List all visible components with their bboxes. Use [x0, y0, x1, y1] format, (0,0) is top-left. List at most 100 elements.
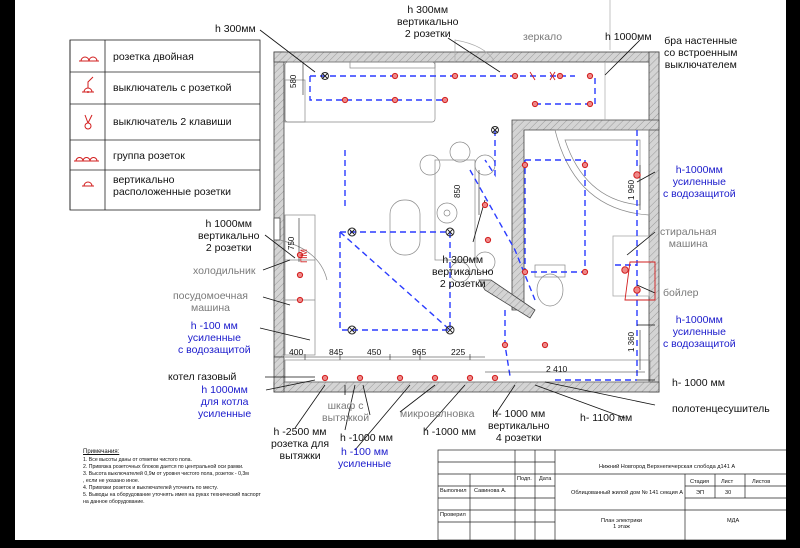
label-microwave: микроволновка [400, 408, 475, 420]
label-dishwasher: посудомоечная машина [173, 290, 248, 314]
label-h1000-vert-4: h- 1000 мм вертикально 4 розетки [488, 408, 550, 444]
socket-marker [511, 72, 519, 80]
socket-marker [441, 96, 449, 104]
label-h1000-vert-2: h 1000мм вертикально 2 розетки [198, 218, 260, 254]
label-h1000-reinforced-top: h-1000мм усиленные с водозащитой [663, 164, 736, 200]
socket-marker [633, 171, 641, 179]
socket-marker [391, 72, 399, 80]
legend-label-socket-group: группа розеток [113, 150, 185, 162]
tb-sheet-title: План электрики 1 этаж [601, 518, 643, 530]
label-washer: стиральная машина [660, 226, 717, 250]
dim-965: 965 [412, 347, 427, 357]
double-socket-icon [79, 56, 99, 62]
socket-marker [466, 374, 474, 382]
legend-label-two-key-switch: выключатель 2 клавиши [113, 116, 232, 128]
tb-list-label: Лист [721, 479, 734, 485]
door [279, 239, 328, 281]
notes-line: 2. Привязка розеточных блоков дается по … [83, 464, 244, 470]
socket-marker [296, 251, 304, 259]
socket-marker [633, 286, 641, 294]
tb-list: 30 [725, 490, 732, 496]
light-point [347, 325, 357, 335]
socket-markers [296, 72, 641, 382]
legend-icons [74, 56, 99, 187]
tb-col-podp: Подп. [517, 476, 532, 482]
socket-marker [451, 72, 459, 80]
socket-marker [521, 268, 529, 276]
legend-table [69, 39, 261, 211]
legend-label-vertical-sockets: вертикально расположенные розетки [113, 174, 231, 198]
drawing-sheet: розетка двойная выключатель с розеткой в… [15, 0, 786, 540]
dim-580: 580 [289, 74, 298, 88]
socket-marker [321, 374, 329, 382]
label-boiler: бойлер [663, 287, 699, 299]
tb-row-vypolnil: Выполнил [440, 488, 467, 494]
tb-org: МДА [727, 518, 740, 524]
socket-marker [541, 341, 549, 349]
socket-group-icon [74, 157, 99, 162]
socket-marker [586, 72, 594, 80]
label-hood-cabinet: шкаф с вытяжкой [322, 400, 370, 424]
socket-marker [341, 96, 349, 104]
label-h1000-reinforced-right: h-1000мм усиленные с водозащитой [663, 314, 736, 350]
light-point [347, 227, 357, 237]
label-gas-boiler: котел газовый [168, 371, 237, 383]
light-point [445, 227, 455, 237]
label-h300-vert-2: h 300мм вертикально 2 розетки [397, 4, 459, 40]
label-h1100: h- 1100 мм [580, 412, 633, 424]
label-h1000-a: h -1000 мм [340, 432, 393, 444]
dim-450: 450 [367, 347, 382, 357]
tb-vypolnil-name: Савинова А. [474, 488, 507, 494]
dim-400: 400 [289, 347, 304, 357]
light-point [491, 126, 499, 134]
dim-1360: 1 360 [627, 331, 636, 352]
socket-marker [356, 374, 364, 382]
floor-plan [69, 0, 786, 540]
notes-line: 4. Привязки розеток и выключателей уточн… [83, 485, 218, 491]
socket-marker [586, 100, 594, 108]
label-h1000-right: h- 1000 мм [672, 377, 725, 389]
notes-line: 5. Выводы на оборудование уточнять имея … [83, 492, 261, 498]
dim-1960: 1 960 [627, 179, 636, 200]
light-point [445, 325, 455, 335]
notes-line: на данное оборудование. [83, 499, 145, 505]
dim-750: 750 [287, 236, 296, 250]
socket-marker [556, 72, 564, 80]
tb-row-proveril: Проверил [440, 512, 466, 518]
dim-845: 845 [329, 347, 344, 357]
socket-marker [481, 201, 489, 209]
red-wiring [529, 71, 656, 301]
leader-lines [259, 29, 656, 451]
socket-marker [581, 161, 589, 169]
tb-address: Нижний Новгород Верхнепечерская слобода … [599, 464, 736, 470]
dimension-lines [285, 62, 645, 373]
socket-marker [484, 236, 492, 244]
switch-with-socket-icon [82, 76, 94, 93]
tb-stadia: ЭП [696, 490, 705, 496]
notes-line: 3. Высота выключателей 0,9м от уровня чи… [83, 471, 249, 477]
notes-line: 1. Все высоты даны от отметки чистого по… [83, 457, 192, 463]
notes-title: Примечания: [83, 449, 120, 455]
title-block [437, 449, 786, 540]
socket-marker [521, 161, 529, 169]
legend-label-switch-socket: выключатель с розеткой [113, 82, 232, 94]
socket-marker [621, 266, 629, 274]
dim-225: 225 [451, 347, 466, 357]
label-h100-reinforced-left: h -100 мм усиленные с водозащитой [178, 320, 251, 356]
label-h1000-top: h 1000мм [605, 31, 652, 43]
tb-col-data: Дата [539, 476, 552, 482]
socket-marker [501, 341, 509, 349]
socket-marker [391, 96, 399, 104]
vertical-sockets-icon [82, 181, 94, 187]
dim-2410: 2 410 [546, 364, 568, 374]
tb-stadia-label: Стадия [690, 479, 710, 485]
legend-label-double-socket: розетка двойная [113, 51, 194, 63]
socket-marker [491, 374, 499, 382]
socket-marker [396, 374, 404, 382]
light-points [321, 72, 499, 335]
dim-850: 850 [453, 184, 462, 198]
label-sconce: бра настенные со встроенным выключателем [664, 35, 738, 71]
socket-marker [581, 268, 589, 276]
tb-listov-label: Листов [752, 479, 771, 485]
